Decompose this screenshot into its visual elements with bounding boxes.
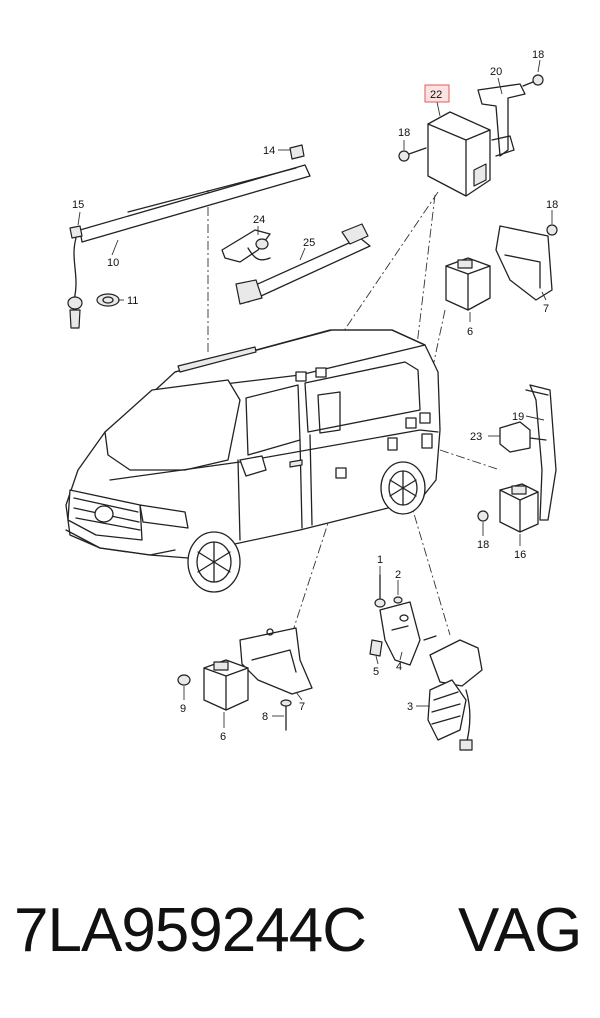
callout-5: 5 (373, 666, 379, 678)
callout-19: 19 (512, 411, 524, 423)
control-unit-part-22 (398, 74, 544, 197)
callout-18-right: 18 (546, 199, 558, 211)
callout-6-upper: 6 (467, 326, 473, 338)
callout-1: 1 (377, 554, 383, 566)
callout-23: 23 (470, 431, 482, 443)
callout-11: 11 (127, 295, 138, 307)
van-illustration (65, 329, 441, 593)
brand-label: VAG (458, 896, 582, 965)
callout-4: 4 (396, 661, 402, 673)
module-part-6-lower (177, 627, 313, 731)
callout-22: 22 (430, 89, 442, 101)
callout-9: 9 (180, 703, 186, 715)
callout-leaders (77, 59, 553, 728)
part-number-label: 7LA959244C (14, 896, 367, 965)
callout-18-top: 18 (532, 49, 544, 61)
sliding-rail-parts-24-25 (221, 223, 371, 305)
callout-14: 14 (263, 145, 275, 157)
module-part-16 (477, 384, 557, 533)
callout-10: 10 (107, 257, 119, 269)
callout-7-upper: 7 (543, 303, 549, 315)
callout-16: 16 (514, 549, 526, 561)
roof-strip-parts-10-14 (67, 144, 311, 329)
callout-20: 20 (490, 66, 502, 78)
callout-3: 3 (407, 701, 413, 713)
callout-25: 25 (303, 237, 315, 249)
callout-15: 15 (72, 199, 84, 211)
callout-numbers: 14 15 10 11 24 25 22 20 18 18 18 7 6 19 … (72, 49, 558, 743)
callout-2: 2 (395, 569, 401, 581)
callout-8: 8 (262, 711, 268, 723)
part-number-footer: 7LA959244C VAG (0, 895, 600, 975)
motor-assembly-parts-1-5 (369, 574, 483, 751)
parts-exploded-diagram: 14 15 10 11 24 25 22 20 18 18 18 7 6 19 … (65, 49, 558, 751)
callout-6-lower: 6 (220, 731, 226, 743)
callout-18-bottom: 18 (477, 539, 489, 551)
callout-18-left: 18 (398, 127, 410, 139)
highlight-box-part-22 (424, 84, 450, 103)
callout-24: 24 (253, 214, 265, 226)
callout-7-lower: 7 (299, 701, 305, 713)
module-part-6-upper (445, 224, 558, 311)
